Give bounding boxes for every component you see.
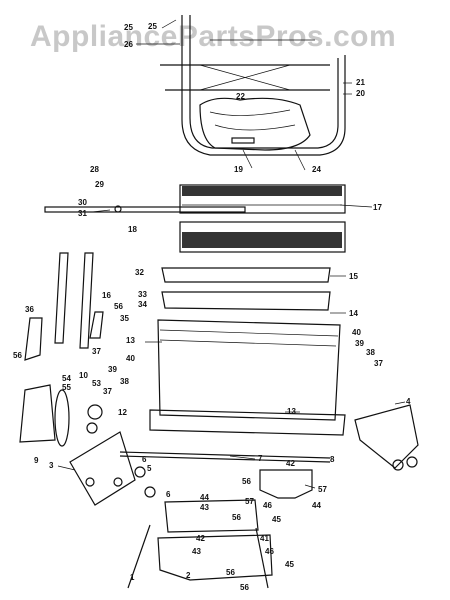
callout-38-left: 37 [103, 387, 112, 396]
callout-40: 38 [366, 348, 375, 357]
callout-5: 5 [147, 464, 152, 473]
callout-13: 13 [287, 407, 296, 416]
callout-19: 18 [128, 225, 137, 234]
main-housing [149, 319, 346, 436]
side-rails [24, 252, 104, 361]
callout-53-lower: 56 [226, 568, 235, 577]
callout-56-upper: 56 [114, 302, 123, 311]
callout-6-lower: 6 [166, 490, 171, 499]
callout-23: 22 [236, 92, 245, 101]
callout-56-left: 56 [13, 351, 22, 360]
callout-57: 57 [318, 485, 327, 494]
right-bracket [354, 404, 419, 471]
callout-50: 54 [62, 374, 71, 383]
callout-18: 17 [373, 203, 382, 212]
callout-42-left: 40 [126, 354, 135, 363]
callout-14: 13 [126, 336, 135, 345]
callout-16: 15 [349, 272, 358, 281]
callout-34: 33 [138, 290, 147, 299]
callout-37: 36 [25, 305, 34, 314]
callout-35: 34 [138, 300, 147, 309]
callout-39: 37 [374, 359, 383, 368]
callout-40-left: 38 [120, 377, 129, 386]
callout-47-lower: 45 [285, 560, 294, 569]
callout-6-upper: 6 [142, 455, 147, 464]
top-plate [161, 267, 331, 311]
handle-frame [160, 15, 346, 156]
callout-1: 1 [130, 573, 135, 582]
callout-25: 25 [148, 22, 157, 31]
callout-43: 41 [260, 534, 269, 543]
callout-15: 14 [349, 309, 358, 318]
brush-roller-lower [179, 221, 346, 253]
callout-44-lower: 42 [196, 534, 205, 543]
callout-54: 56 [242, 477, 251, 486]
callout-21: 20 [356, 89, 365, 98]
callout-33: 32 [135, 268, 144, 277]
axle-rod [44, 205, 246, 213]
callout-44-upper: 42 [286, 459, 295, 468]
callout-labels: 25 26 25 21 20 22 19 24 28 29 30 31 18 1… [13, 22, 411, 592]
callout-38: 37 [92, 347, 101, 356]
callout-30: 29 [95, 180, 104, 189]
callout-47-upper: 45 [272, 515, 281, 524]
callout-10: 10 [79, 371, 88, 380]
callout-32: 31 [78, 209, 87, 218]
callout-53-upper: 56 [232, 513, 241, 522]
callout-12: 12 [118, 408, 127, 417]
brush-roller-upper [179, 184, 346, 214]
leader-lines [57, 19, 406, 489]
callout-26: 25 [124, 23, 133, 32]
callout-29: 28 [90, 165, 99, 174]
watermark-text: AppliancePartsPros.com [30, 20, 397, 53]
callout-9: 9 [34, 456, 39, 465]
caster-plate [127, 499, 273, 589]
callout-49: 53 [92, 379, 101, 388]
callout-17: 16 [102, 291, 111, 300]
callout-51: 55 [62, 383, 71, 392]
bottom-bar [119, 451, 331, 463]
callout-4: 4 [406, 397, 411, 406]
callout-7: 7 [258, 454, 263, 463]
callout-48-lower: 46 [265, 547, 274, 556]
callout-45-upper: 43 [200, 503, 209, 512]
callout-42: 40 [352, 328, 361, 337]
callout-28: 26 [124, 40, 133, 49]
bracket-54 [259, 469, 313, 499]
callout-46-upper: 44 [200, 493, 209, 502]
gear-assembly [19, 384, 156, 506]
callout-31: 30 [78, 198, 87, 207]
callout-41-left: 39 [108, 365, 117, 374]
callout-20: 19 [234, 165, 243, 174]
callout-48-upper: 46 [263, 501, 272, 510]
callout-41: 39 [355, 339, 364, 348]
callout-55: 57 [245, 497, 254, 506]
callout-46-right: 44 [312, 501, 321, 510]
callout-45-lower: 43 [192, 547, 201, 556]
callout-36: 35 [120, 314, 129, 323]
callout-3: 3 [49, 461, 54, 470]
callout-22: 21 [356, 78, 365, 87]
callout-8: 8 [330, 455, 335, 464]
callout-56-lower: 56 [240, 583, 249, 592]
dust-bag [199, 97, 311, 151]
callout-24: 24 [312, 165, 321, 174]
callout-2: 2 [186, 571, 191, 580]
